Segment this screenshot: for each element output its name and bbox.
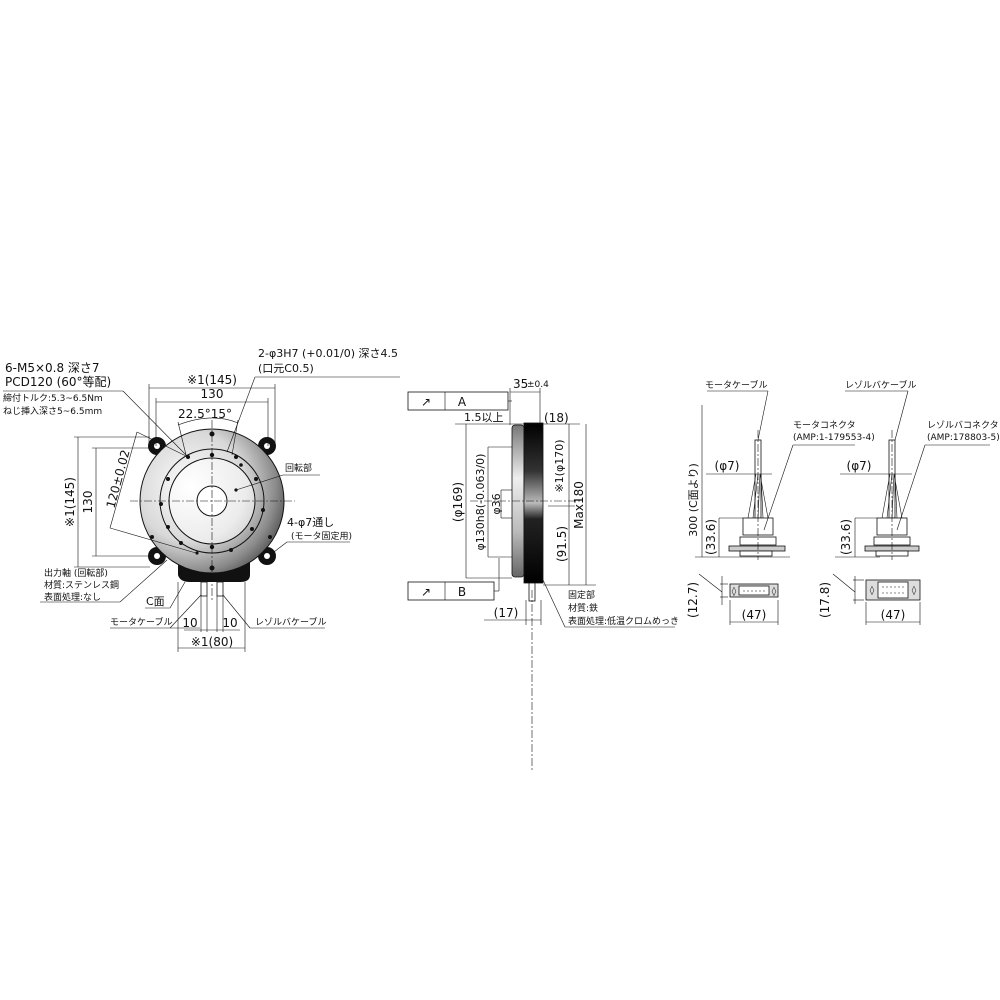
dim-resolver-dia: (φ7) bbox=[847, 459, 872, 473]
callout-output-line1: 出力軸 (回転部) bbox=[44, 567, 108, 579]
dim-130h8: φ130h8(-0.063/0) bbox=[474, 454, 487, 551]
front-view-labels: 6-M5×0.8 深さ7 PCD120 (60°等配) 締付トルク:5.3~6.… bbox=[3, 347, 398, 649]
callout-output-line3: 表面処理:なし bbox=[44, 591, 101, 603]
dim-36: φ36 bbox=[490, 493, 503, 514]
callout-fixed-line3: 表面処理:低温クロムめっき bbox=[568, 615, 679, 627]
dim-169: (φ169) bbox=[451, 482, 465, 522]
dim-motor-face-width: (47) bbox=[742, 608, 767, 622]
label-resolver-cable: レゾルバケーブル bbox=[255, 616, 326, 628]
label-c-face: C面 bbox=[146, 595, 165, 608]
callout-pins-line2: (口元C0.5) bbox=[258, 362, 314, 375]
label-resolver-cable-right: レゾルバケーブル bbox=[845, 379, 916, 391]
dim-170: ※1(φ170) bbox=[553, 439, 566, 492]
callout-fix-line1: 4-φ7通し bbox=[287, 516, 334, 529]
side-view-labels: 35 ±0.4 1.5以上 (18) (φ169) φ130h8(-0.063/… bbox=[451, 377, 679, 627]
front-view bbox=[3, 376, 400, 652]
dim-pcd: 120±0.02 bbox=[104, 448, 133, 509]
resolver-connector-labels: レゾルバケーブル レゾルバコネクタ (AMP:178803-5) (φ7) (3… bbox=[818, 379, 1000, 622]
dim-17: (17) bbox=[494, 606, 519, 620]
callout-output-line2: 材質:ステンレス鋼 bbox=[44, 579, 119, 591]
dim-resolver-height: (33.6) bbox=[839, 519, 853, 555]
dim-motor-length: 300 (C面より) bbox=[687, 463, 700, 537]
datum-b: B bbox=[458, 585, 466, 599]
callout-pins-line1: 2-φ3H7 (+0.01/0) 深さ4.5 bbox=[258, 347, 398, 360]
dim-18: (18) bbox=[544, 411, 569, 425]
dim-motor-height: (33.6) bbox=[704, 519, 718, 555]
resolver-connector-view: ◊ ◊ bbox=[832, 390, 990, 625]
screw-icon: ◊ bbox=[912, 585, 917, 596]
label-rotating-part: 回転部 bbox=[285, 462, 312, 474]
dim-resolver-face-width: (47) bbox=[881, 608, 906, 622]
label-motor-cable-right: モータケーブル bbox=[705, 379, 767, 391]
dim-cable-left: 10 bbox=[182, 616, 197, 630]
dim-bottom: ※1(80) bbox=[191, 635, 233, 649]
tolerance-frame-a: ↗ A bbox=[407, 391, 512, 411]
datum-a: A bbox=[458, 395, 467, 409]
label-motor-cable: モータケーブル bbox=[110, 616, 172, 628]
dim-thickness: 35 bbox=[513, 377, 528, 391]
callout-holes-line1: 6-M5×0.8 深さ7 bbox=[5, 361, 100, 375]
label-resolver-amp: (AMP:178803-5) bbox=[927, 433, 1000, 443]
dim-gap: 1.5以上 bbox=[464, 411, 504, 424]
runout-icon: ↗ bbox=[421, 395, 431, 409]
dim-motor-dia: (φ7) bbox=[715, 459, 740, 473]
dim-angle: 22.5°15° bbox=[178, 407, 232, 421]
dim-thickness-tol: ±0.4 bbox=[527, 380, 549, 390]
label-resolver-connector: レゾルバコネクタ bbox=[927, 420, 999, 431]
motor-connector-labels: モータケーブル モータコネクタ (AMP:1-179553-4) (φ7) 30… bbox=[686, 379, 875, 622]
callout-fixed-line2: 材質:鉄 bbox=[568, 602, 598, 614]
callout-fixed-line1: 固定部 bbox=[568, 589, 595, 601]
screw-icon: ◊ bbox=[772, 586, 777, 597]
dim-91-5: (91.5) bbox=[555, 526, 569, 562]
dim-motor-face-height: (12.7) bbox=[686, 582, 700, 618]
callout-holes-line4: ねじ挿入深さ5~6.5mm bbox=[3, 405, 102, 417]
dim-width-outer: ※1(145) bbox=[187, 373, 237, 387]
dim-width-inner: 130 bbox=[201, 387, 224, 401]
runout-icon: ↗ bbox=[421, 585, 431, 599]
callout-holes-line2: PCD120 (60°等配) bbox=[5, 375, 111, 389]
screw-icon: ◊ bbox=[732, 586, 737, 597]
dim-height-outer: ※1(145) bbox=[63, 477, 77, 527]
dim-resolver-face-height: (17.8) bbox=[818, 582, 832, 618]
dim-cable-right: 10 bbox=[222, 616, 237, 630]
dim-max180: Max180 bbox=[572, 481, 586, 529]
dim-height-inner: 130 bbox=[81, 491, 95, 514]
motor-connector-view: ◊ ◊ bbox=[695, 390, 855, 625]
label-motor-connector: モータコネクタ bbox=[793, 420, 856, 431]
callout-holes-line3: 締付トルク:5.3~6.5Nm bbox=[3, 392, 103, 404]
callout-fix-line2: (モータ固定用) bbox=[291, 530, 352, 542]
label-motor-amp: (AMP:1-179553-4) bbox=[793, 433, 875, 443]
tolerance-frame-b: ↗ B bbox=[407, 558, 500, 601]
side-view: ↗ A ↗ B bbox=[407, 388, 675, 770]
screw-icon: ◊ bbox=[870, 585, 875, 596]
